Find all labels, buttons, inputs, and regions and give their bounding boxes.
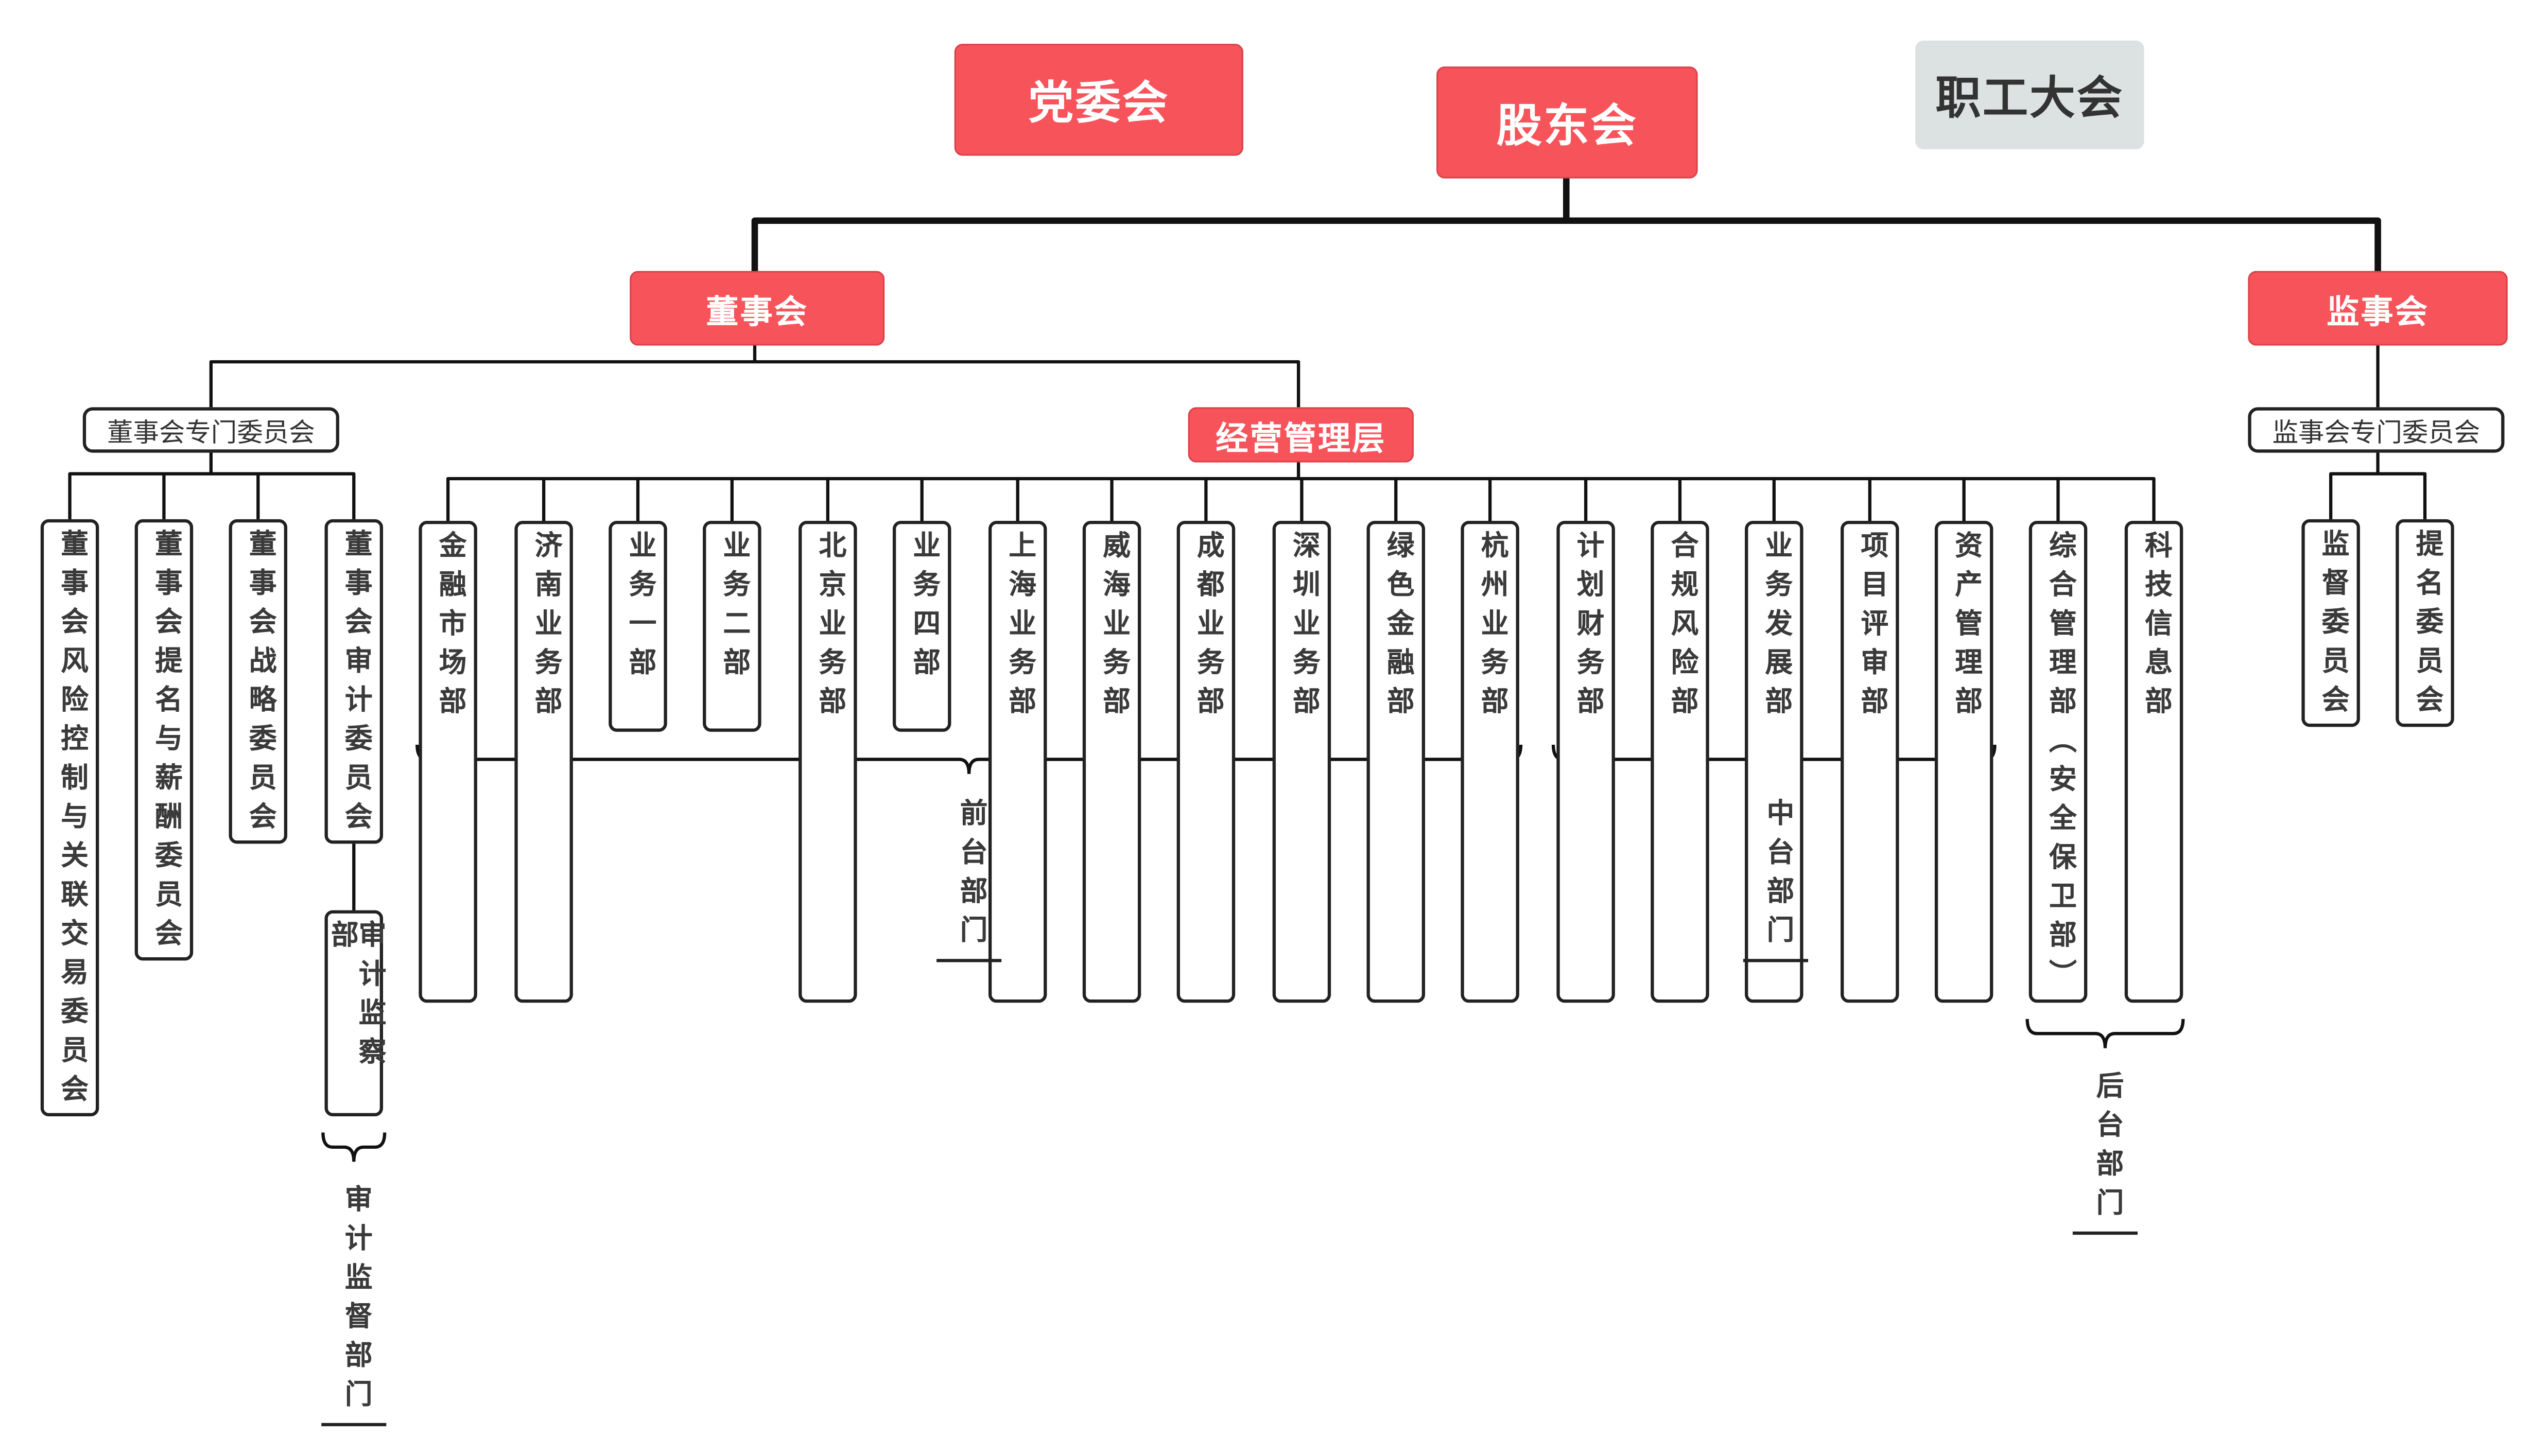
department-14[interactable]: 业务发展部 bbox=[1745, 520, 1803, 1003]
shareholders-meeting-node[interactable]: 股东会 bbox=[1436, 66, 1698, 179]
board-committee-3[interactable]: 董事会审计委员会 bbox=[324, 519, 384, 844]
node-label: 上海业务部 bbox=[1002, 530, 1035, 726]
node-label: 业务一部 bbox=[622, 530, 655, 687]
node-label: 提名委员会 bbox=[2409, 529, 2442, 724]
department-9[interactable]: 深圳业务部 bbox=[1272, 520, 1331, 1003]
node-label: 董事会提名与薪酬委员会 bbox=[148, 529, 181, 958]
group-label-text: 审计监督部门 bbox=[338, 1184, 371, 1418]
node-label: 董事会风险控制与关联交易委员会 bbox=[54, 529, 87, 1113]
department-15[interactable]: 项目评审部 bbox=[1841, 520, 1899, 1003]
department-3[interactable]: 业务二部 bbox=[703, 520, 761, 732]
node-label: 威海业务部 bbox=[1096, 530, 1129, 726]
node-label: 成都业务部 bbox=[1190, 530, 1223, 726]
node-label: 合规风险部 bbox=[1664, 530, 1697, 726]
node-label: 业务四部 bbox=[906, 530, 939, 687]
department-1[interactable]: 济南业务部 bbox=[514, 520, 573, 1003]
node-label: 资产管理部 bbox=[1948, 530, 1981, 726]
department-7[interactable]: 威海业务部 bbox=[1082, 520, 1141, 1003]
workers-congress-node[interactable]: 职工大会 bbox=[1915, 40, 2144, 150]
department-18[interactable]: 科技信息部 bbox=[2124, 520, 2183, 1003]
supervisory-committee-1[interactable]: 提名委员会 bbox=[2396, 519, 2454, 727]
party-committee-node[interactable]: 党委会 bbox=[954, 44, 1243, 156]
department-8[interactable]: 成都业务部 bbox=[1176, 520, 1236, 1003]
department-11[interactable]: 杭州业务部 bbox=[1461, 520, 1519, 1003]
department-2[interactable]: 业务一部 bbox=[609, 520, 667, 732]
node-label: 业务二部 bbox=[716, 530, 749, 687]
board-committee-2[interactable]: 董事会战略委员会 bbox=[229, 519, 288, 844]
node-label: 董事会战略委员会 bbox=[242, 529, 275, 841]
node-label: 计划财务部 bbox=[1570, 530, 1603, 726]
middle-office-label: 中台部门 bbox=[1743, 798, 1808, 954]
node-label: 业务发展部 bbox=[1758, 530, 1791, 726]
department-13[interactable]: 合规风险部 bbox=[1651, 520, 1709, 1003]
node-label: 金融市场部 bbox=[432, 530, 465, 726]
supervisory-committee-0[interactable]: 监督委员会 bbox=[2301, 519, 2360, 727]
node-label: 深圳业务部 bbox=[1286, 530, 1319, 726]
department-5[interactable]: 业务四部 bbox=[892, 520, 951, 732]
group-label-text: 中台部门 bbox=[1760, 798, 1793, 954]
back-office-label: 后台部门 bbox=[2073, 1071, 2138, 1227]
audit-dept-node[interactable]: 审计监察部 bbox=[324, 910, 385, 1116]
node-label: 绿色金融部 bbox=[1380, 530, 1413, 726]
node-label: 杭州业务部 bbox=[1475, 530, 1507, 726]
node-label: 审计监察部 bbox=[324, 920, 385, 1076]
node-label: 监督委员会 bbox=[2315, 529, 2348, 724]
node-label: 济南业务部 bbox=[528, 530, 561, 726]
department-17[interactable]: 综合管理部（安全保卫部） bbox=[2028, 520, 2088, 1003]
board-of-directors-node[interactable]: 董事会 bbox=[630, 271, 885, 346]
audit-group-brace bbox=[321, 1132, 387, 1162]
board-branch-connector bbox=[209, 360, 1300, 408]
audit-group-label: 审计监督部门 bbox=[321, 1184, 386, 1418]
group-label-text: 后台部门 bbox=[2089, 1071, 2123, 1227]
department-16[interactable]: 资产管理部 bbox=[1934, 520, 1993, 1003]
supervisory-board-node[interactable]: 监事会 bbox=[2248, 271, 2508, 346]
department-6[interactable]: 上海业务部 bbox=[988, 520, 1047, 1003]
node-label: 项目评审部 bbox=[1854, 530, 1887, 726]
department-10[interactable]: 绿色金融部 bbox=[1366, 520, 1425, 1003]
node-label: 董事会审计委员会 bbox=[338, 529, 371, 841]
board-committee-1[interactable]: 董事会提名与薪酬委员会 bbox=[134, 519, 194, 961]
board-committee-0[interactable]: 董事会风险控制与关联交易委员会 bbox=[40, 519, 99, 1116]
group-label-underline bbox=[321, 1423, 387, 1427]
board-supervisory-connector bbox=[751, 217, 2381, 271]
group-label-underline bbox=[1743, 959, 1808, 962]
node-label: 综合管理部（安全保卫部） bbox=[2042, 530, 2075, 998]
back-office-brace bbox=[2025, 1019, 2185, 1048]
node-label: 北京业务部 bbox=[812, 530, 845, 726]
department-4[interactable]: 北京业务部 bbox=[799, 520, 857, 1003]
board-committees-node[interactable]: 董事会专门委员会 bbox=[82, 407, 339, 453]
group-label-underline bbox=[2072, 1231, 2138, 1235]
management-node[interactable]: 经营管理层 bbox=[1188, 407, 1414, 463]
group-label-underline bbox=[937, 959, 1002, 962]
department-12[interactable]: 计划财务部 bbox=[1556, 520, 1615, 1003]
group-label-text: 前台部门 bbox=[953, 798, 986, 954]
front-office-brace bbox=[415, 744, 1523, 774]
node-label: 科技信息部 bbox=[2138, 530, 2171, 726]
department-0[interactable]: 金融市场部 bbox=[419, 520, 477, 1003]
supervisory-committees-bar bbox=[2329, 472, 2427, 519]
front-office-label: 前台部门 bbox=[937, 798, 1001, 954]
board-committees-bar bbox=[68, 472, 356, 519]
supervisory-committees-node[interactable]: 监事会专门委员会 bbox=[2248, 407, 2505, 453]
